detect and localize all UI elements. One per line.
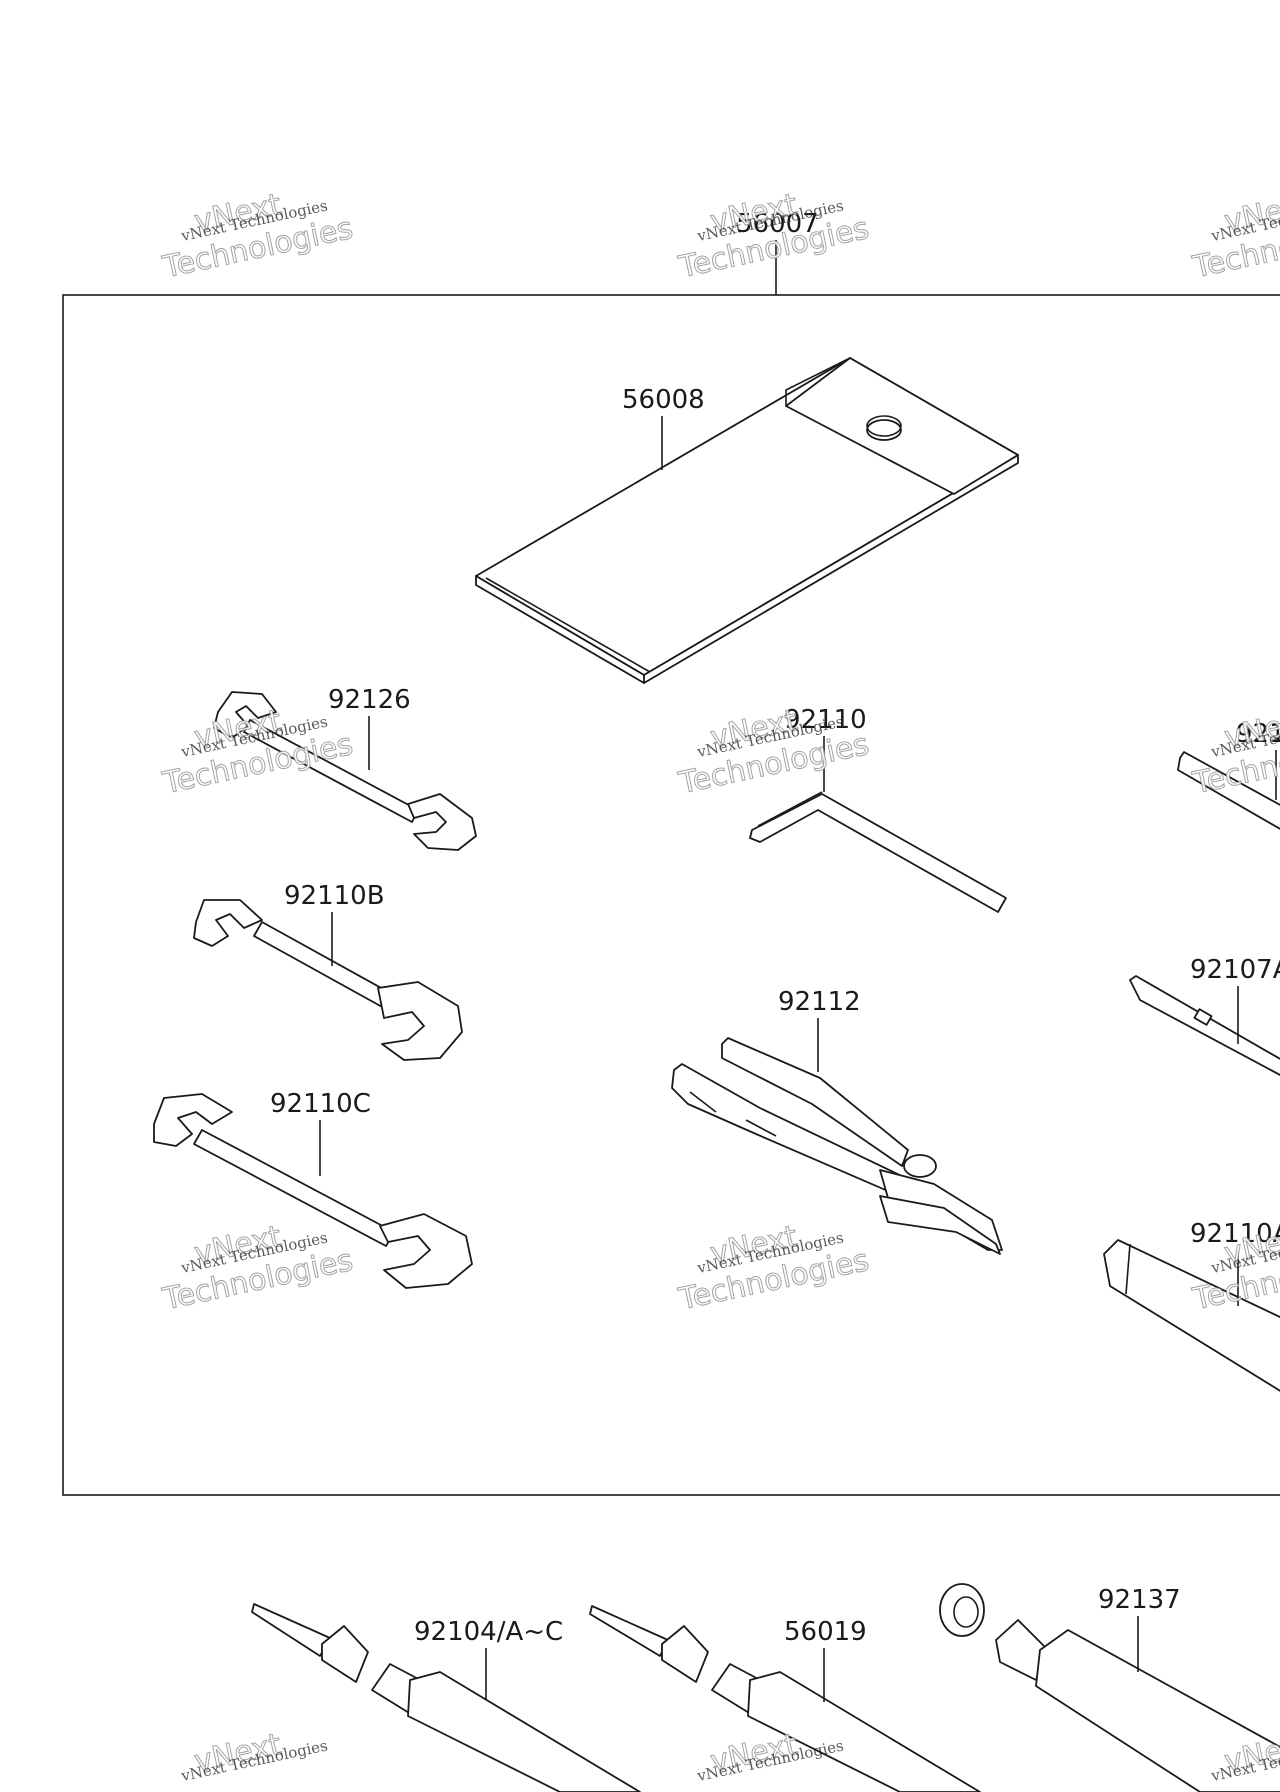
watermark: vNext Technologies vNext Technologies — [675, 187, 873, 286]
hex-key-92110 — [749, 791, 1007, 913]
label-92137: 92137 — [1098, 1585, 1181, 1615]
watermark: vNext Technologies vNext Technologies — [1189, 703, 1280, 802]
watermark: vNext Technologies vNext Technologies — [1189, 187, 1280, 286]
grease-tube-92104 — [251, 1603, 641, 1792]
label-92110A: 92110A — [1190, 1219, 1280, 1249]
label-92107A: 92107A — [1190, 955, 1280, 985]
tool-bag-56008 — [475, 357, 1019, 684]
label-92112: 92112 — [778, 987, 861, 1017]
screwdriver-blade-92107A — [1129, 975, 1280, 1076]
wrench-92126 — [213, 691, 477, 851]
label-92126: 92126 — [328, 685, 411, 715]
screwdriver-handle-partial — [1177, 751, 1280, 830]
label-921-partial: 921 — [1236, 719, 1280, 749]
label-92110B: 92110B — [284, 881, 385, 911]
wrench-92110C — [153, 1093, 473, 1289]
label-92110C: 92110C — [270, 1089, 371, 1119]
label-56007: 56007 — [736, 209, 819, 239]
watermark: vNext vNext Technologies — [179, 1727, 329, 1785]
label-92104: 92104/A~C — [414, 1617, 563, 1647]
watermark: vNext Technologies vNext Technologies — [159, 187, 357, 286]
handle-92110A — [1103, 1239, 1280, 1392]
grease-tube-92137 — [939, 1583, 1280, 1792]
label-92110: 92110 — [784, 705, 867, 735]
grease-tube-56019 — [589, 1605, 981, 1792]
label-56008: 56008 — [622, 385, 705, 415]
toolkit-frame — [62, 294, 1280, 1496]
watermark: vNext Technologies vNext Technologies — [159, 1219, 357, 1318]
pliers-92112 — [671, 1037, 1003, 1255]
watermark: vNext Technologies vNext Technologies — [675, 1219, 873, 1318]
wrench-92110B — [193, 899, 463, 1061]
label-56019: 56019 — [784, 1617, 867, 1647]
